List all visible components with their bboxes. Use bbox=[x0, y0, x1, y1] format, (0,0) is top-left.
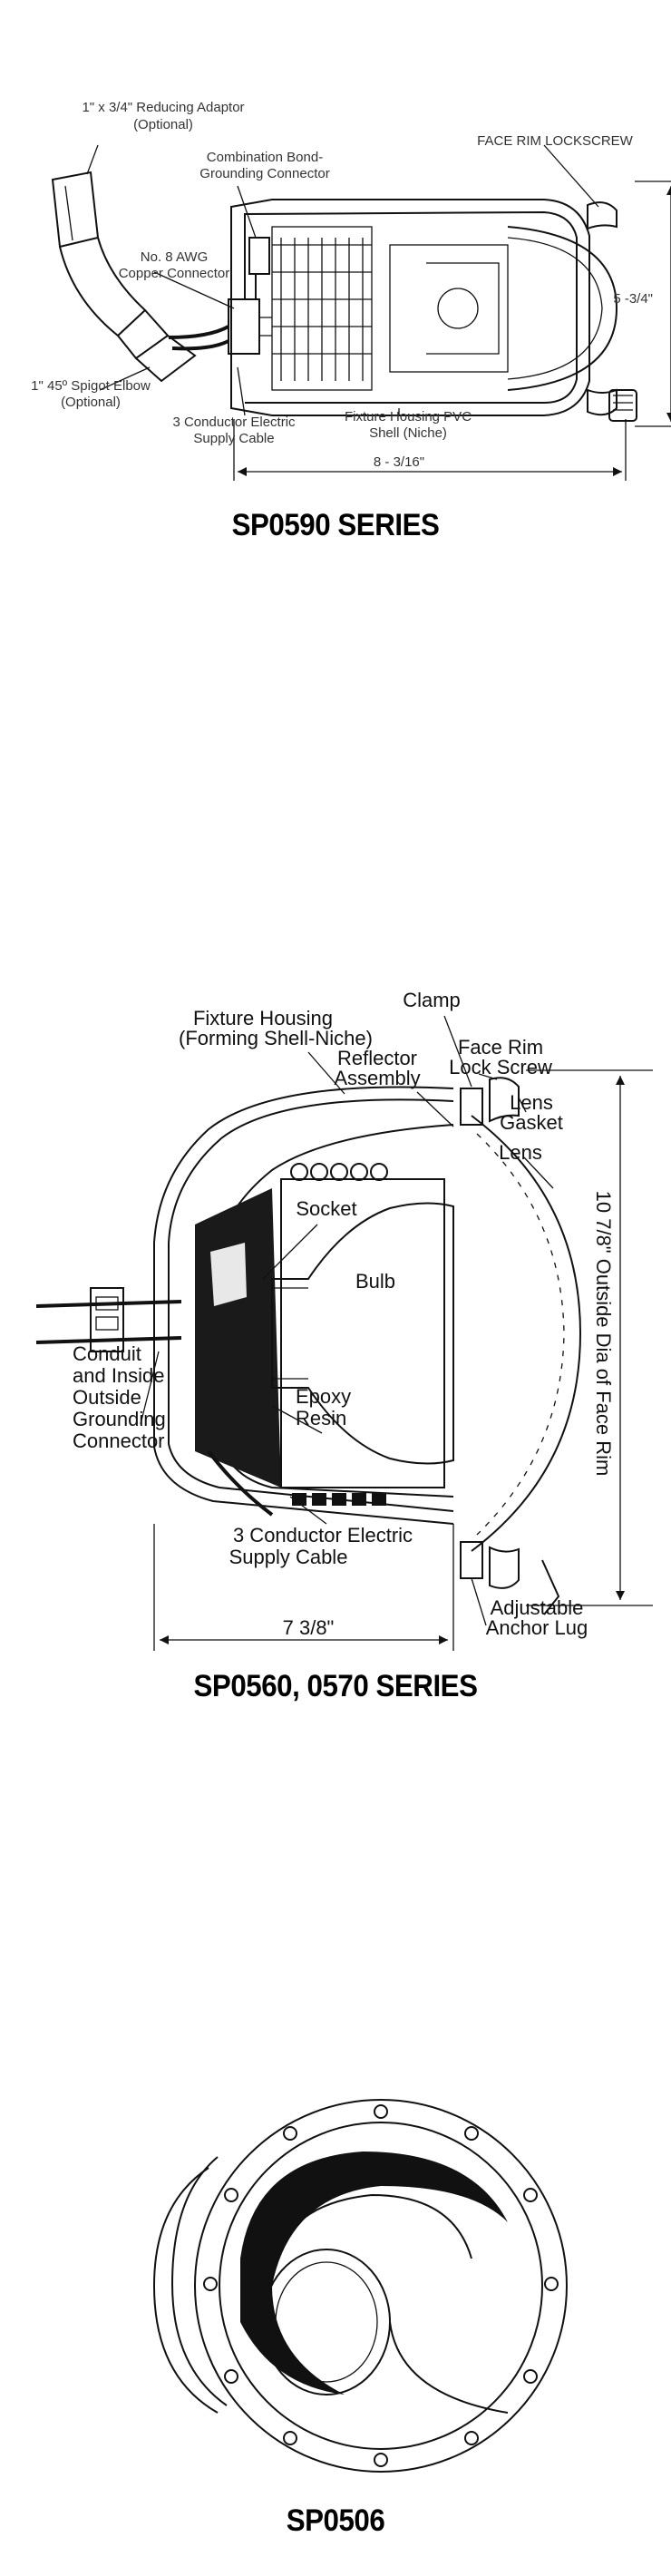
label-supply-cable-2: Supply Cable bbox=[229, 1546, 348, 1568]
dimension-lines bbox=[153, 1069, 653, 1651]
label-anchor-lug: Anchor Lug bbox=[486, 1616, 588, 1639]
label-dim-width: 8 - 3/16" bbox=[374, 454, 424, 470]
reducing-adaptor-pipe bbox=[51, 171, 170, 360]
label-face-rim: Face Rim bbox=[458, 1036, 543, 1059]
lens-face-rim bbox=[460, 1077, 582, 1615]
diagram-sp0590: 1" x 3/4" Reducing Adaptor (Optional) Co… bbox=[0, 0, 671, 562]
label-outside-dia: 10 7/8" Outside Dia of Face Rim bbox=[592, 1191, 615, 1477]
label-lock-screw: Lock Screw bbox=[449, 1056, 552, 1078]
forming-shell-niche bbox=[153, 1086, 454, 1525]
title-sp0590: SP0590 SERIES bbox=[231, 508, 440, 542]
label-supply-cable: 3 Conductor Electric bbox=[172, 415, 296, 430]
diagram-sp0560-0570: Clamp Fixture Housing (Forming Shell-Nic… bbox=[0, 980, 671, 1705]
socket-epoxy-block bbox=[195, 1178, 445, 1488]
title-sp0560-0570: SP0560, 0570 SERIES bbox=[193, 1669, 478, 1703]
fixture-housing-shell bbox=[230, 199, 590, 416]
label-socket: Socket bbox=[296, 1197, 356, 1220]
label-bulb: Bulb bbox=[355, 1270, 395, 1293]
diagram-sp0506: SP0506 bbox=[0, 2050, 671, 2576]
bond-grounding-connector bbox=[168, 237, 272, 355]
label-bond-connector: Combination Bond- bbox=[207, 150, 323, 165]
label-grounding: Grounding bbox=[73, 1408, 166, 1430]
leader-lines bbox=[140, 1015, 554, 1626]
label-reducing-adaptor-optional: (Optional) bbox=[133, 117, 193, 132]
dimension-lines bbox=[233, 181, 671, 481]
label-supply-cable-2: Supply Cable bbox=[193, 431, 274, 446]
wire-coils bbox=[290, 1163, 388, 1506]
label-spigot-optional: (Optional) bbox=[61, 395, 121, 410]
label-bond-connector-2: Grounding Connector bbox=[199, 166, 329, 181]
niche-shell bbox=[152, 2099, 568, 2473]
conduit bbox=[35, 1287, 274, 1517]
label-clamp: Clamp bbox=[403, 989, 461, 1011]
label-shell-niche: Shell (Niche) bbox=[369, 425, 447, 441]
label-forming-shell: (Forming Shell-Niche) bbox=[179, 1027, 373, 1049]
label-reflector: Reflector bbox=[337, 1047, 417, 1069]
sp0560-drawing: Clamp Fixture Housing (Forming Shell-Nic… bbox=[35, 989, 653, 1651]
face-rim bbox=[587, 201, 637, 422]
spigot-elbow bbox=[135, 335, 197, 383]
leader-lines bbox=[86, 144, 599, 416]
label-fixture-housing: Fixture Housing PVC bbox=[345, 409, 472, 424]
label-fixture-housing: Fixture Housing bbox=[193, 1007, 333, 1029]
label-lens-gasket: Lens bbox=[510, 1091, 553, 1114]
title-sp0506: SP0506 bbox=[286, 2503, 385, 2538]
label-copper-connector: Copper Connector bbox=[119, 266, 230, 281]
label-resin: Resin bbox=[296, 1407, 346, 1429]
label-gasket: Gasket bbox=[500, 1111, 563, 1134]
label-spigot-elbow: 1" 45º Spigot Elbow bbox=[31, 378, 151, 394]
sp0506-drawing bbox=[152, 2099, 568, 2473]
label-connector: Connector bbox=[73, 1429, 165, 1452]
label-lens: Lens bbox=[499, 1141, 542, 1164]
label-adjustable: Adjustable bbox=[491, 1596, 584, 1619]
label-awg: No. 8 AWG bbox=[141, 249, 208, 265]
label-dim-width: 7 3/8" bbox=[283, 1616, 335, 1639]
sp0590-drawing: 1" x 3/4" Reducing Adaptor (Optional) Co… bbox=[31, 100, 671, 481]
lamp-lens bbox=[389, 226, 618, 391]
rim-screw-holes bbox=[203, 2104, 559, 2467]
label-reducing-adaptor: 1" x 3/4" Reducing Adaptor bbox=[82, 100, 244, 115]
label-epoxy: Epoxy bbox=[296, 1385, 351, 1408]
label-conduit: Conduit bbox=[73, 1342, 141, 1365]
label-and-inside: and Inside bbox=[73, 1364, 165, 1387]
label-dim-height: 5 -3/4" bbox=[613, 291, 653, 307]
label-outside: Outside bbox=[73, 1386, 141, 1409]
bulb bbox=[271, 1202, 454, 1465]
label-supply-cable: 3 Conductor Electric bbox=[233, 1524, 413, 1547]
label-reflector-assembly: Assembly bbox=[334, 1067, 420, 1089]
label-face-rim-lockscrew: FACE RIM LOCKSCREW bbox=[477, 133, 634, 149]
